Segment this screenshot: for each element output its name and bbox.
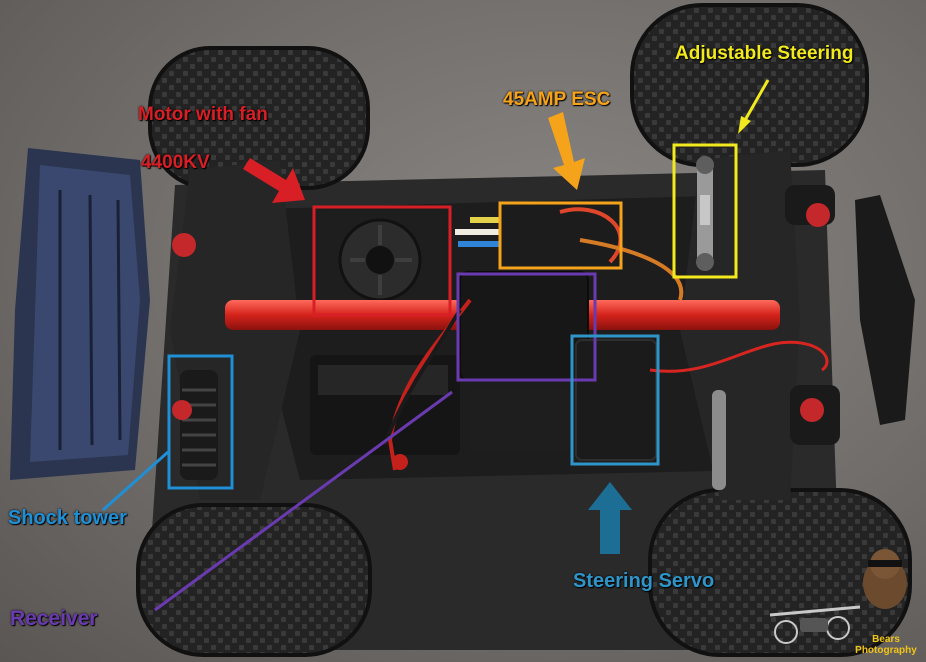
shock-label: Shock tower bbox=[8, 507, 127, 529]
watermark-logo bbox=[769, 549, 907, 644]
front-shocks bbox=[785, 185, 840, 445]
esc-highlight-box bbox=[498, 201, 623, 270]
steering-label: Adjustable Steering bbox=[675, 43, 854, 64]
motor-with-fan bbox=[318, 212, 444, 310]
esc-label: 45AMP ESC bbox=[503, 89, 611, 110]
steering-pointer-line bbox=[742, 79, 770, 123]
front-right-wheel bbox=[630, 3, 869, 167]
steering-servo bbox=[575, 339, 657, 461]
motor-highlight-box bbox=[312, 205, 452, 317]
motor-label: Motor with fan bbox=[138, 104, 268, 125]
shock-pointer-line bbox=[102, 450, 169, 512]
rear-left-wheel bbox=[136, 503, 372, 657]
receiver-label: Receiver bbox=[10, 607, 98, 630]
steering-highlight-box bbox=[672, 143, 738, 279]
adjustable-steering-link bbox=[696, 156, 726, 490]
watermark-text: Bears Photography bbox=[855, 634, 917, 656]
front-bumper bbox=[855, 195, 915, 425]
servo-label: Steering Servo bbox=[573, 570, 715, 592]
receiver-box bbox=[459, 271, 589, 381]
motor-pointer-arrow bbox=[243, 158, 305, 203]
shock-highlight-box bbox=[167, 354, 234, 490]
rear-shock bbox=[172, 370, 218, 480]
esc bbox=[455, 205, 684, 301]
receiver-pointer-line bbox=[154, 390, 453, 612]
servo-pointer-arrow bbox=[588, 482, 632, 554]
esc-pointer-arrow bbox=[548, 112, 585, 190]
servo-highlight-box bbox=[570, 334, 660, 466]
receiver-highlight-box bbox=[456, 272, 597, 382]
motor-kv-label: 4400KV bbox=[141, 152, 210, 173]
